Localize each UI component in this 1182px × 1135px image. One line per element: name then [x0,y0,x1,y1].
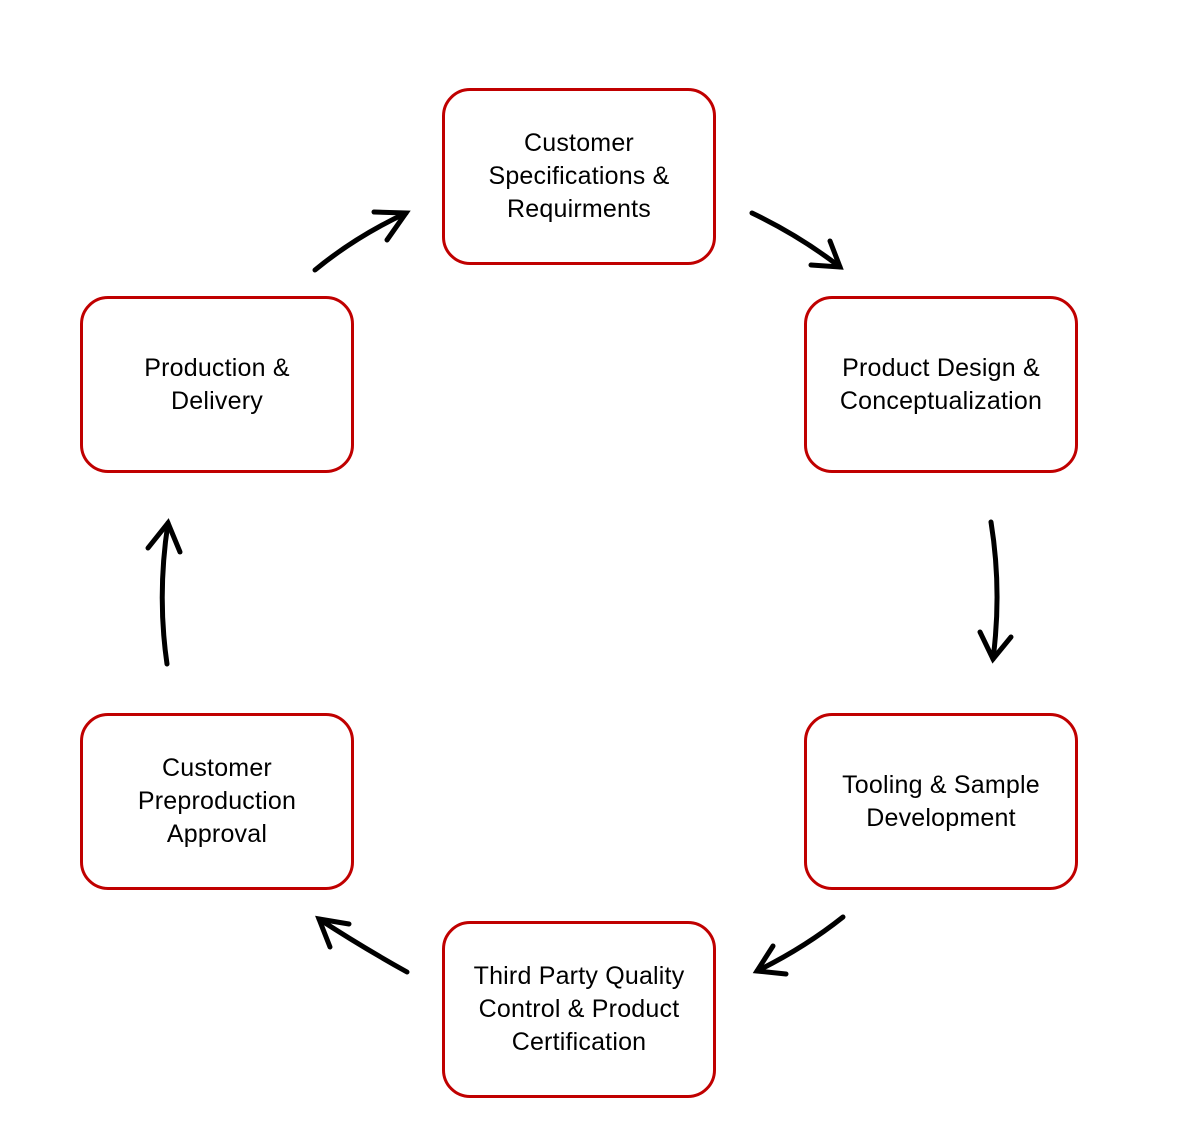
step-label: Production & Delivery [144,353,290,415]
step-label: Tooling & Sample Development [842,770,1040,832]
step-box-production-delivery: Production & Delivery [80,296,354,473]
step-box-tooling-sample: Tooling & Sample Development [804,713,1078,890]
arrow-step-6-to-1 [312,209,411,273]
step-box-preproduction-approval: Customer Preproduction Approval [80,713,354,890]
step-box-customer-specifications: Customer Specifications & Requirments [442,88,716,265]
arrow-step-2-to-3 [977,519,1014,664]
step-label: Third Party Quality Control & Product Ce… [473,962,685,1056]
step-label: Product Design & Conceptualization [839,353,1043,415]
arrow-step-1-to-2 [749,210,844,270]
arrow-step-5-to-6 [145,518,183,667]
step-label: Customer Specifications & Requirments [488,129,670,223]
step-box-quality-control: Third Party Quality Control & Product Ce… [442,921,716,1098]
arrow-step-4-to-5 [315,915,410,975]
step-box-product-design: Product Design & Conceptualization [804,296,1078,473]
step-label: Customer Preproduction Approval [137,754,297,848]
arrow-step-3-to-4 [752,914,846,977]
